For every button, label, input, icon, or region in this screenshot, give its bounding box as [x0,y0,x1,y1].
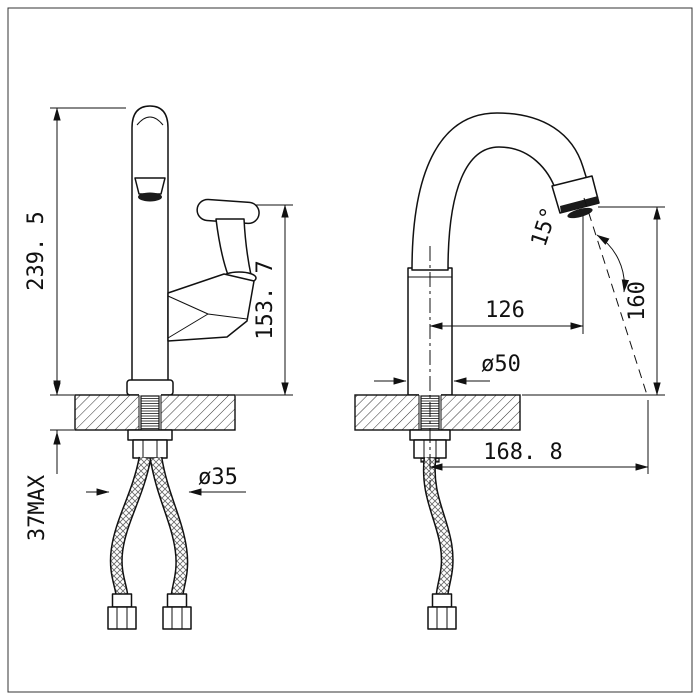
dim-spout-height-label: 153. 7 [253,260,278,339]
faucet-body-front [131,105,169,395]
dim-overall-height: 239. 5 [24,107,126,396]
hose-fitting-left [111,593,133,608]
dim-outlet-height-label: 160 [625,281,650,321]
countertop-front [74,394,236,461]
base-flange-front [126,379,174,396]
hose-nut-left [107,606,137,630]
dim-max-reach-label: 168. 8 [483,440,562,465]
dim-base-diameter-label: ø50 [481,352,521,377]
dim-spout-reach-label: 126 [485,298,525,323]
dim-deck-thickness-label: 37MAX [25,474,50,541]
dim-hole-diameter: ø35 [86,465,246,496]
aerator-outlet-front [138,192,162,202]
aerator-front [134,177,166,195]
aerator-outlet-side [567,207,593,219]
gooseneck-spout [411,112,589,271]
valve-joint-front [167,273,255,342]
handle-neck-front [215,218,252,276]
dim-overall-height-label: 239. 5 [24,211,49,290]
dim-hole-diameter-label: ø35 [198,465,238,490]
hose-fitting-right [166,593,188,608]
supply-hose-side [422,457,457,630]
drawing-border [7,7,693,693]
mount-nut-front [132,439,168,459]
washer-front [127,429,173,441]
hose-fitting-side [431,593,453,608]
dim-spout-height: 153. 7 [236,204,293,396]
valve-facets-front [167,295,248,339]
swivel-axis-dashed [583,197,649,399]
hose-left [111,457,150,597]
hose-nut-right [162,606,192,630]
dim-spout-angle-label: 15° [527,204,563,250]
front-view [126,105,260,396]
dim-max-reach: 168. 8 [429,400,649,474]
dim-deck-thickness: 37MAX [25,371,74,541]
hose-right [151,457,187,597]
hose-side [424,457,453,597]
angle-arc [596,234,630,293]
hose-nut-side [427,606,457,630]
dim-base-diameter: ø50 [374,352,521,385]
dim-outlet-height: 160 [522,206,665,396]
supply-hoses-front [107,456,192,630]
body-top-highlight [136,116,164,126]
dim-spout-reach: 126 [429,216,584,334]
